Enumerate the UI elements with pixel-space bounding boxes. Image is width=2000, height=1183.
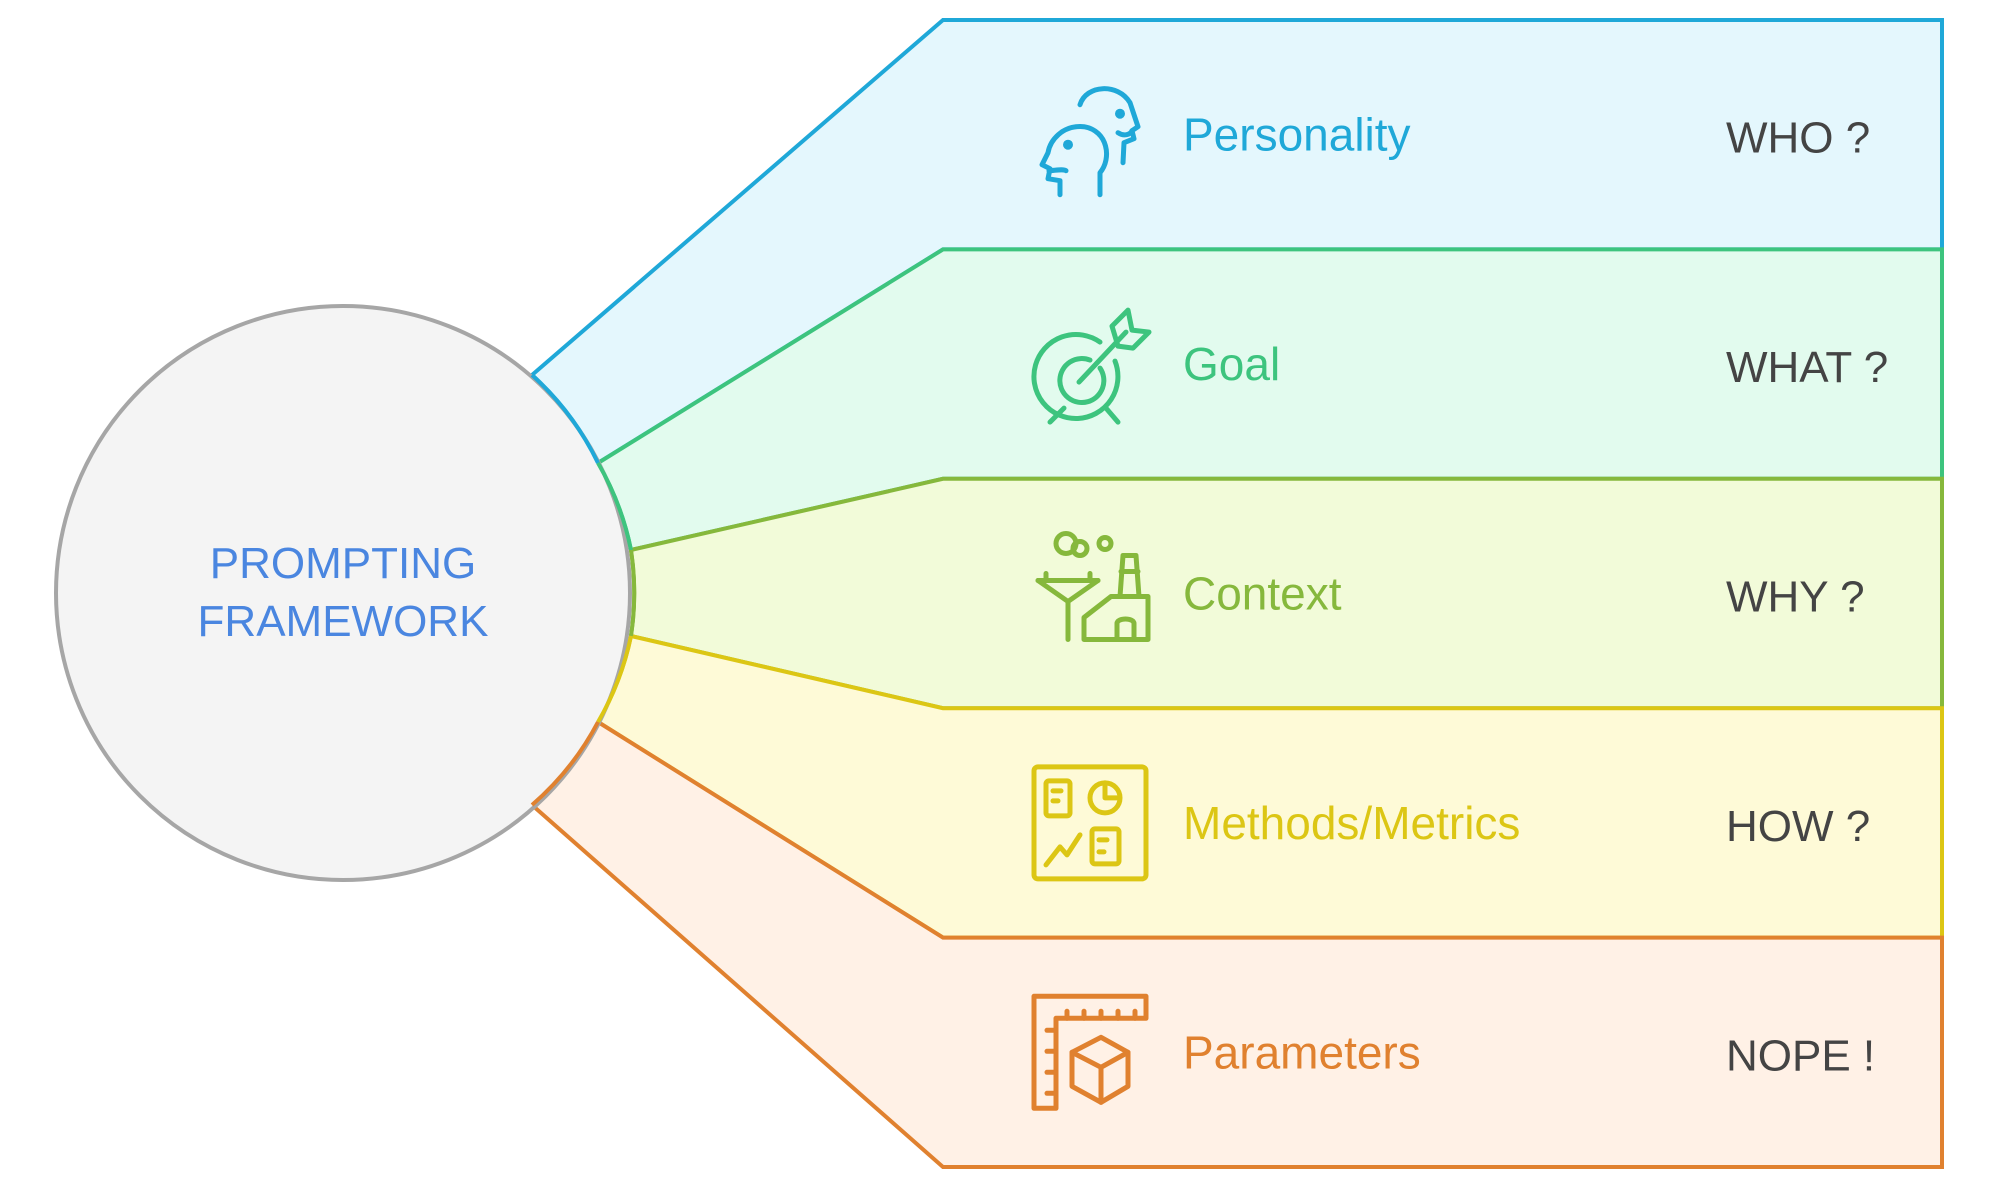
center-circle xyxy=(54,304,632,882)
ruler-cube-icon xyxy=(1031,993,1149,1111)
bands-layer: Personality WHO ? Goal WHAT ? xyxy=(528,18,1944,1169)
center-arc-segment xyxy=(596,461,633,551)
band-personality: Personality WHO ? xyxy=(528,18,1944,466)
factory-icon xyxy=(1035,531,1151,642)
center-arc-segment xyxy=(530,373,600,464)
center-arc-segment xyxy=(596,635,633,724)
band-question: WHY ? xyxy=(1726,573,1865,622)
center-arc-segment xyxy=(629,549,637,637)
band-title: Methods/Metrics xyxy=(1183,797,1520,849)
band-question: NOPE ! xyxy=(1726,1031,1875,1080)
target-arrow-icon xyxy=(1031,307,1152,425)
band-context: Context WHY ? xyxy=(628,476,1944,711)
band-title: Context xyxy=(1183,568,1342,620)
center-node: PROMPTING FRAMEWORK xyxy=(54,304,637,882)
band-title: Parameters xyxy=(1183,1026,1421,1078)
two-heads-icon xyxy=(1039,86,1141,198)
dashboard-icon xyxy=(1031,764,1149,882)
band-title: Goal xyxy=(1183,338,1280,390)
band-question: WHAT ? xyxy=(1726,343,1888,392)
center-label-line-1: PROMPTING xyxy=(210,539,476,588)
band-question: HOW ? xyxy=(1726,802,1870,851)
band-title: Personality xyxy=(1183,109,1411,161)
center-label-line-2: FRAMEWORK xyxy=(198,597,489,646)
center-arc-segment xyxy=(530,721,600,807)
band-question: WHO ? xyxy=(1726,114,1870,163)
center-arcs xyxy=(530,373,637,807)
